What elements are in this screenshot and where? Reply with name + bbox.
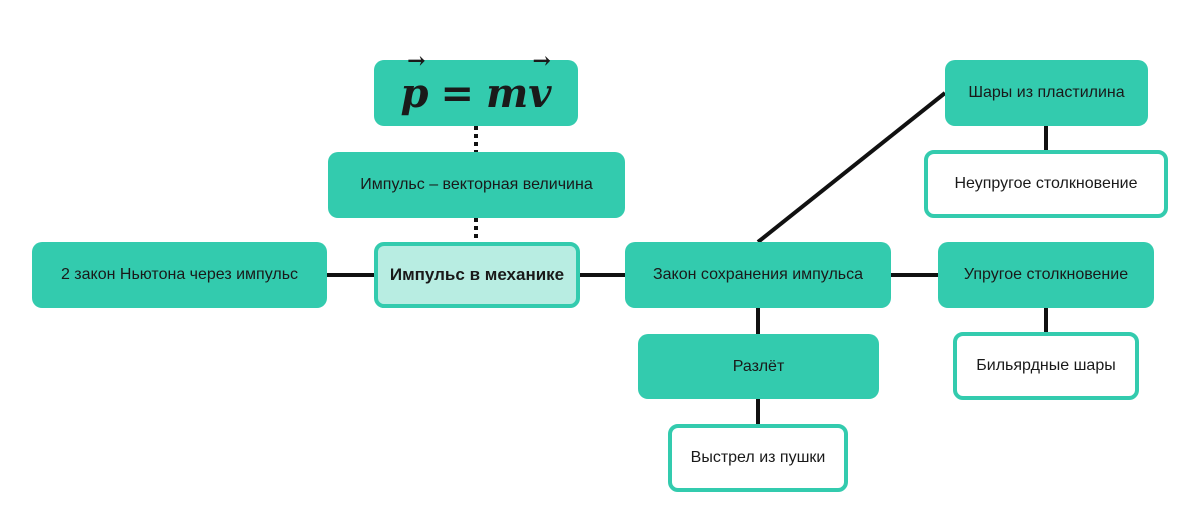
elastic-collision-node: Упругое столкновение: [938, 242, 1154, 308]
elastic-collision-label: Упругое столкновение: [963, 266, 1129, 283]
vector-quantity-node: Импульс – векторная величина: [328, 152, 625, 218]
conservation-law-label: Закон сохранения импульса: [652, 266, 864, 283]
plasticine-balls-label: Шары из пластилина: [968, 84, 1125, 101]
inelastic-collision-node: Неупругое столкновение: [924, 150, 1168, 218]
conservation-law-node: Закон сохранения импульса: [625, 242, 891, 308]
plasticine-balls-node: Шары из пластилина: [945, 60, 1148, 126]
inelastic-collision-label: Неупругое столкновение: [954, 175, 1138, 192]
formula-p-vector: p: [400, 70, 428, 117]
cannon-shot-label: Выстрел из пушки: [690, 449, 826, 466]
billiard-balls-node: Бильярдные шары: [953, 332, 1139, 400]
billiard-balls-label: Бильярдные шары: [976, 357, 1116, 374]
newton-law-node: 2 закон Ньютона через импульс: [32, 242, 327, 308]
cannon-shot-node: Выстрел из пушки: [668, 424, 848, 492]
conservation-to-plasticine-line: [756, 91, 947, 244]
vector-quantity-label: Импульс – векторная величина: [360, 176, 593, 193]
formula-equals: =: [440, 69, 474, 117]
scatter-label: Разлёт: [732, 357, 785, 375]
formula-m: m: [485, 69, 529, 117]
momentum-formula-box: p = m v: [374, 60, 578, 126]
formula-v-vector: v: [528, 70, 551, 117]
scatter-node: Разлёт: [638, 334, 879, 399]
newton-law-label: 2 закон Ньютона через импульс: [60, 266, 299, 283]
central-topic-label: Импульс в механике: [389, 265, 565, 284]
central-topic-node: Импульс в механике: [374, 242, 580, 308]
